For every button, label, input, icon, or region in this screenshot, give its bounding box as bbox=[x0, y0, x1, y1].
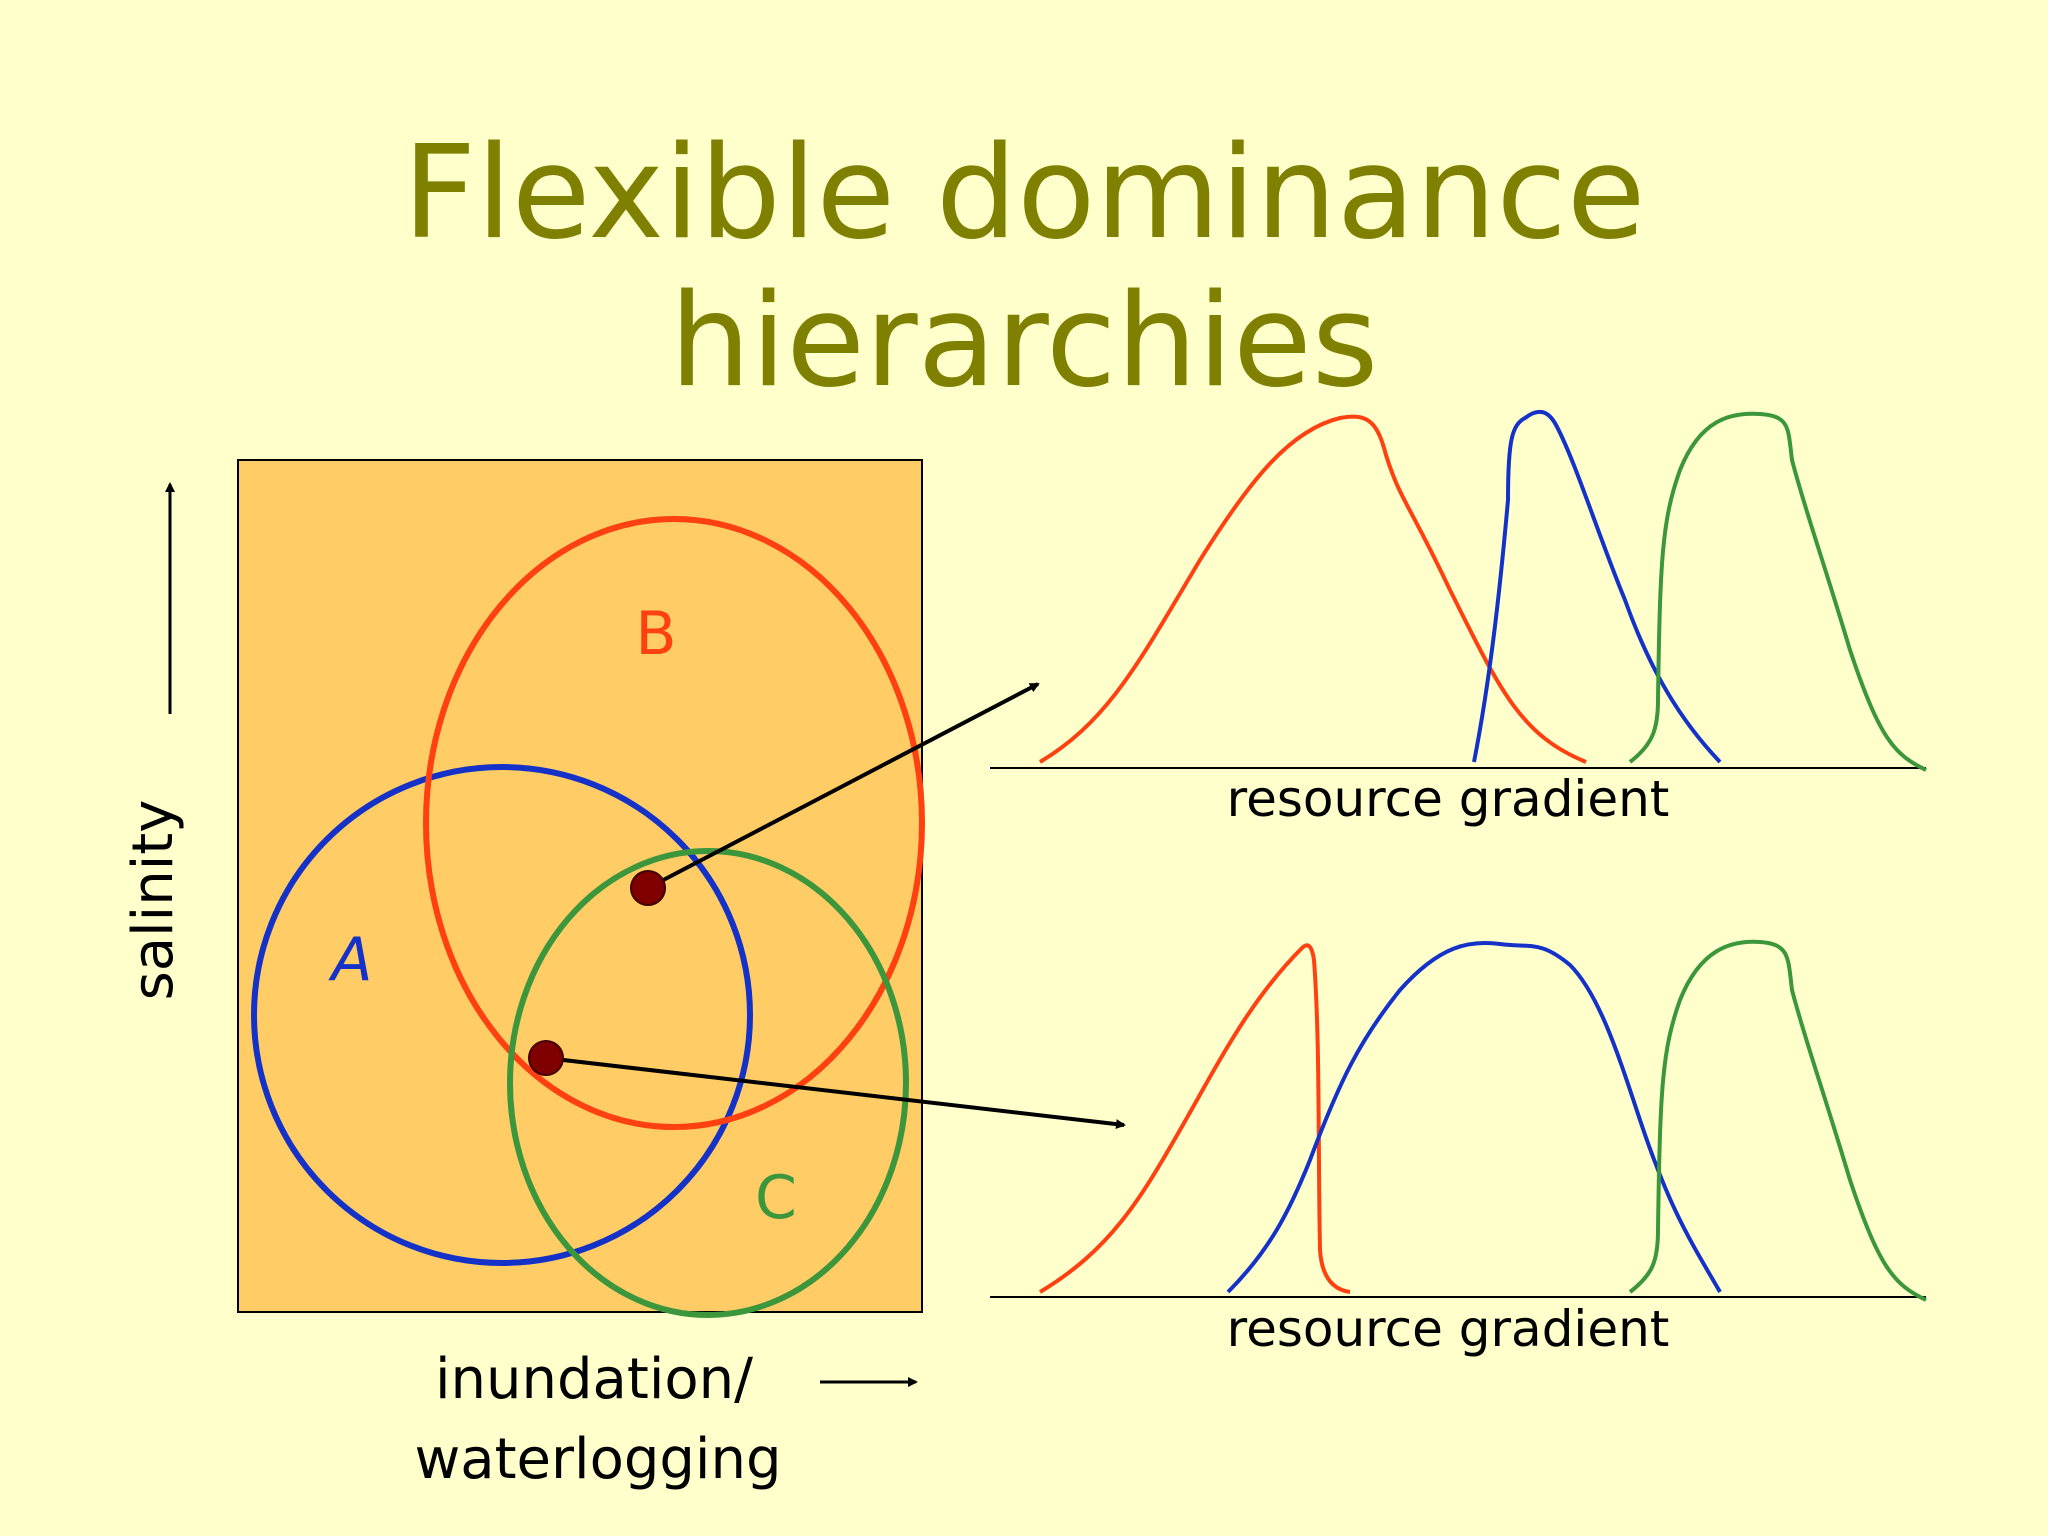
arrow-lower bbox=[545, 1056, 1126, 1130]
curve-c-upper bbox=[1628, 411, 1927, 772]
region-c-ellipse bbox=[507, 848, 909, 1318]
region-a-label: A bbox=[327, 925, 372, 995]
region-c-label: C bbox=[755, 1163, 797, 1233]
inundation-label-line-2: waterlogging bbox=[414, 1427, 781, 1492]
response-panel-upper: resource gradient bbox=[990, 409, 1927, 828]
environment-box bbox=[237, 459, 923, 1313]
panel-upper-xlabel: resource gradient bbox=[1227, 770, 1670, 828]
curve-a-upper bbox=[1472, 409, 1722, 764]
region-a-ellipse bbox=[251, 764, 753, 1266]
region-b-ellipse bbox=[423, 516, 925, 1130]
arrow-upper bbox=[647, 682, 1040, 890]
response-panel-lower: resource gradient bbox=[990, 939, 1927, 1358]
curve-b-lower bbox=[1038, 943, 1351, 1294]
region-b-label: B bbox=[635, 599, 676, 669]
curve-c-lower bbox=[1628, 939, 1927, 1302]
sample-point-upper bbox=[630, 870, 666, 906]
curve-b-upper bbox=[1038, 414, 1587, 764]
panel-lower-xlabel: resource gradient bbox=[1227, 1300, 1670, 1358]
curve-a-lower bbox=[1226, 940, 1722, 1294]
title-line-2: hierarchies bbox=[669, 267, 1379, 416]
sample-point-lower bbox=[528, 1040, 564, 1076]
slide-title: Flexible dominance hierarchies bbox=[0, 120, 2048, 416]
inundation-label-line-1: inundation/ bbox=[435, 1347, 753, 1412]
title-line-1: Flexible dominance bbox=[402, 119, 1646, 268]
salinity-label: salinity bbox=[121, 800, 186, 1001]
